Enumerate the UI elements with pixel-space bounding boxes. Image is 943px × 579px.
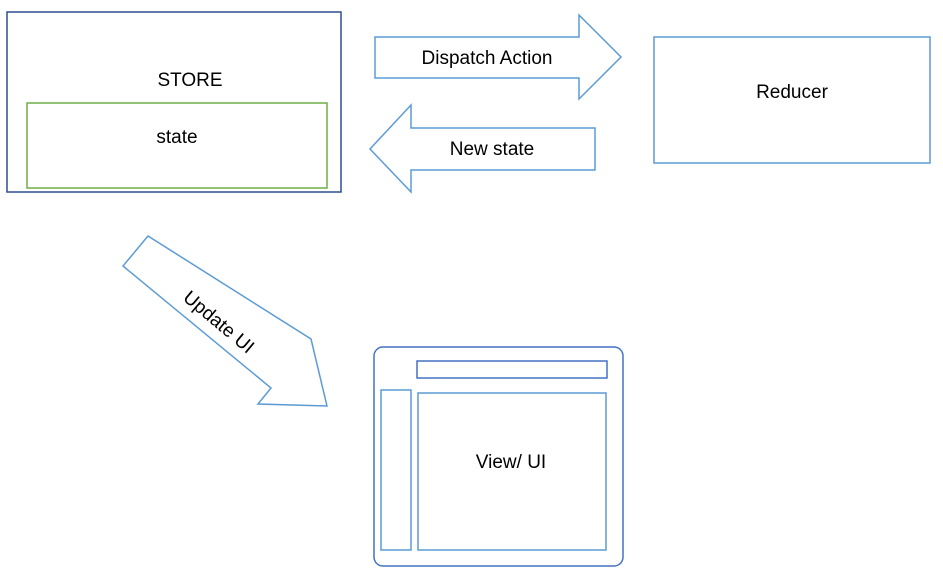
reducer-outline — [653, 36, 931, 164]
view-label: View/ UI — [476, 452, 546, 473]
state-outline — [26, 102, 328, 189]
new-state-arrow-shape — [368, 103, 596, 194]
update-ui-arrow-shape — [121, 235, 328, 407]
state-label: state — [156, 127, 197, 148]
store-box: STORE state — [6, 11, 342, 193]
new-state-label: New state — [450, 139, 534, 160]
reducer-box: Reducer — [653, 36, 931, 164]
store-label: STORE — [157, 70, 222, 91]
dispatch-action-label: Dispatch Action — [422, 48, 553, 69]
dispatch-action-arrow: Dispatch Action — [374, 13, 623, 101]
dispatch-action-arrow-shape — [374, 13, 623, 101]
view-header-bar — [416, 360, 608, 379]
new-state-arrow: New state — [368, 103, 596, 194]
state-box: state — [26, 102, 328, 189]
view-content-area — [417, 392, 607, 551]
update-ui-arrow: Update UI — [121, 235, 328, 407]
view-window: View/ UI — [373, 346, 624, 567]
reducer-label: Reducer — [756, 82, 828, 103]
view-sidebar — [380, 389, 412, 551]
